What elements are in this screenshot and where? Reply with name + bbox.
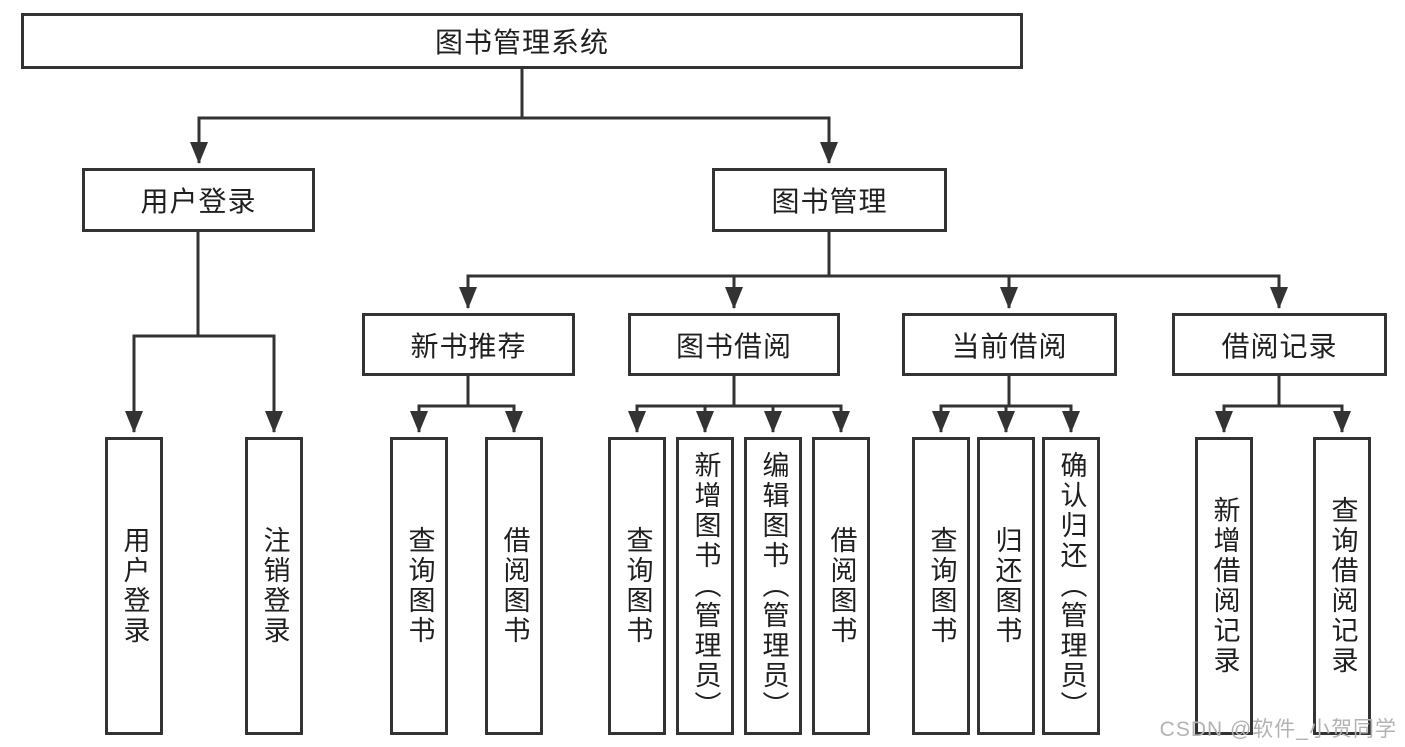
node-label: 用户登录 [119,526,150,646]
node-label: 查询借阅记录 [1327,496,1358,676]
node-borrowing-records: 借阅记录 [1172,313,1387,376]
node-library-management-system: 图书管理系统 [21,13,1023,69]
node-label: 当前借阅 [951,330,1068,362]
node-label: 借阅图书 [826,526,857,646]
node-label: 注销登录 [259,526,290,646]
leaf-query-books-current: 查询图书 [912,437,970,735]
node-user-login: 用户登录 [82,168,315,232]
node-label: 查询图书 [622,526,653,646]
leaf-return-books: 归还图书 [977,437,1035,735]
node-label: 用户登录 [140,186,257,217]
node-label: 图书管理系统 [434,27,609,58]
node-label: 图书借阅 [675,330,792,362]
leaf-user-login: 用户登录 [105,437,163,735]
node-label: 编辑图书（管理员） [758,451,789,721]
leaf-borrow-books-recommend: 借阅图书 [485,437,543,735]
leaf-query-books-recommend: 查询图书 [390,437,448,735]
leaf-add-book-admin: 新增图书（管理员） [676,437,734,735]
node-current-borrowing: 当前借阅 [902,313,1117,376]
node-label: 归还图书 [991,526,1022,646]
node-label: 借阅记录 [1221,330,1338,362]
node-label: 图书管理 [771,186,888,217]
node-label: 查询图书 [926,526,957,646]
node-book-management: 图书管理 [712,168,947,232]
node-label: 查询图书 [404,526,435,646]
node-label: 借阅图书 [499,526,530,646]
leaf-query-books-borrowing: 查询图书 [608,437,666,735]
leaf-confirm-return-admin: 确认归还（管理员） [1042,437,1100,735]
leaf-add-borrow-record: 新增借阅记录 [1195,437,1253,735]
leaf-logout: 注销登录 [245,437,303,735]
leaf-borrow-books-borrowing: 借阅图书 [812,437,870,735]
node-label: 确认归还（管理员） [1056,451,1087,721]
node-label: 新书推荐 [410,330,527,362]
node-label: 新增借阅记录 [1209,496,1240,676]
csdn-watermark: CSDN @软件_小贺同学 [1159,718,1397,741]
node-label: 新增图书（管理员） [690,451,721,721]
node-book-borrowing: 图书借阅 [628,313,840,376]
leaf-query-borrow-record: 查询借阅记录 [1313,437,1371,735]
leaf-edit-book-admin: 编辑图书（管理员） [744,437,802,735]
node-new-book-recommendation: 新书推荐 [362,313,575,376]
